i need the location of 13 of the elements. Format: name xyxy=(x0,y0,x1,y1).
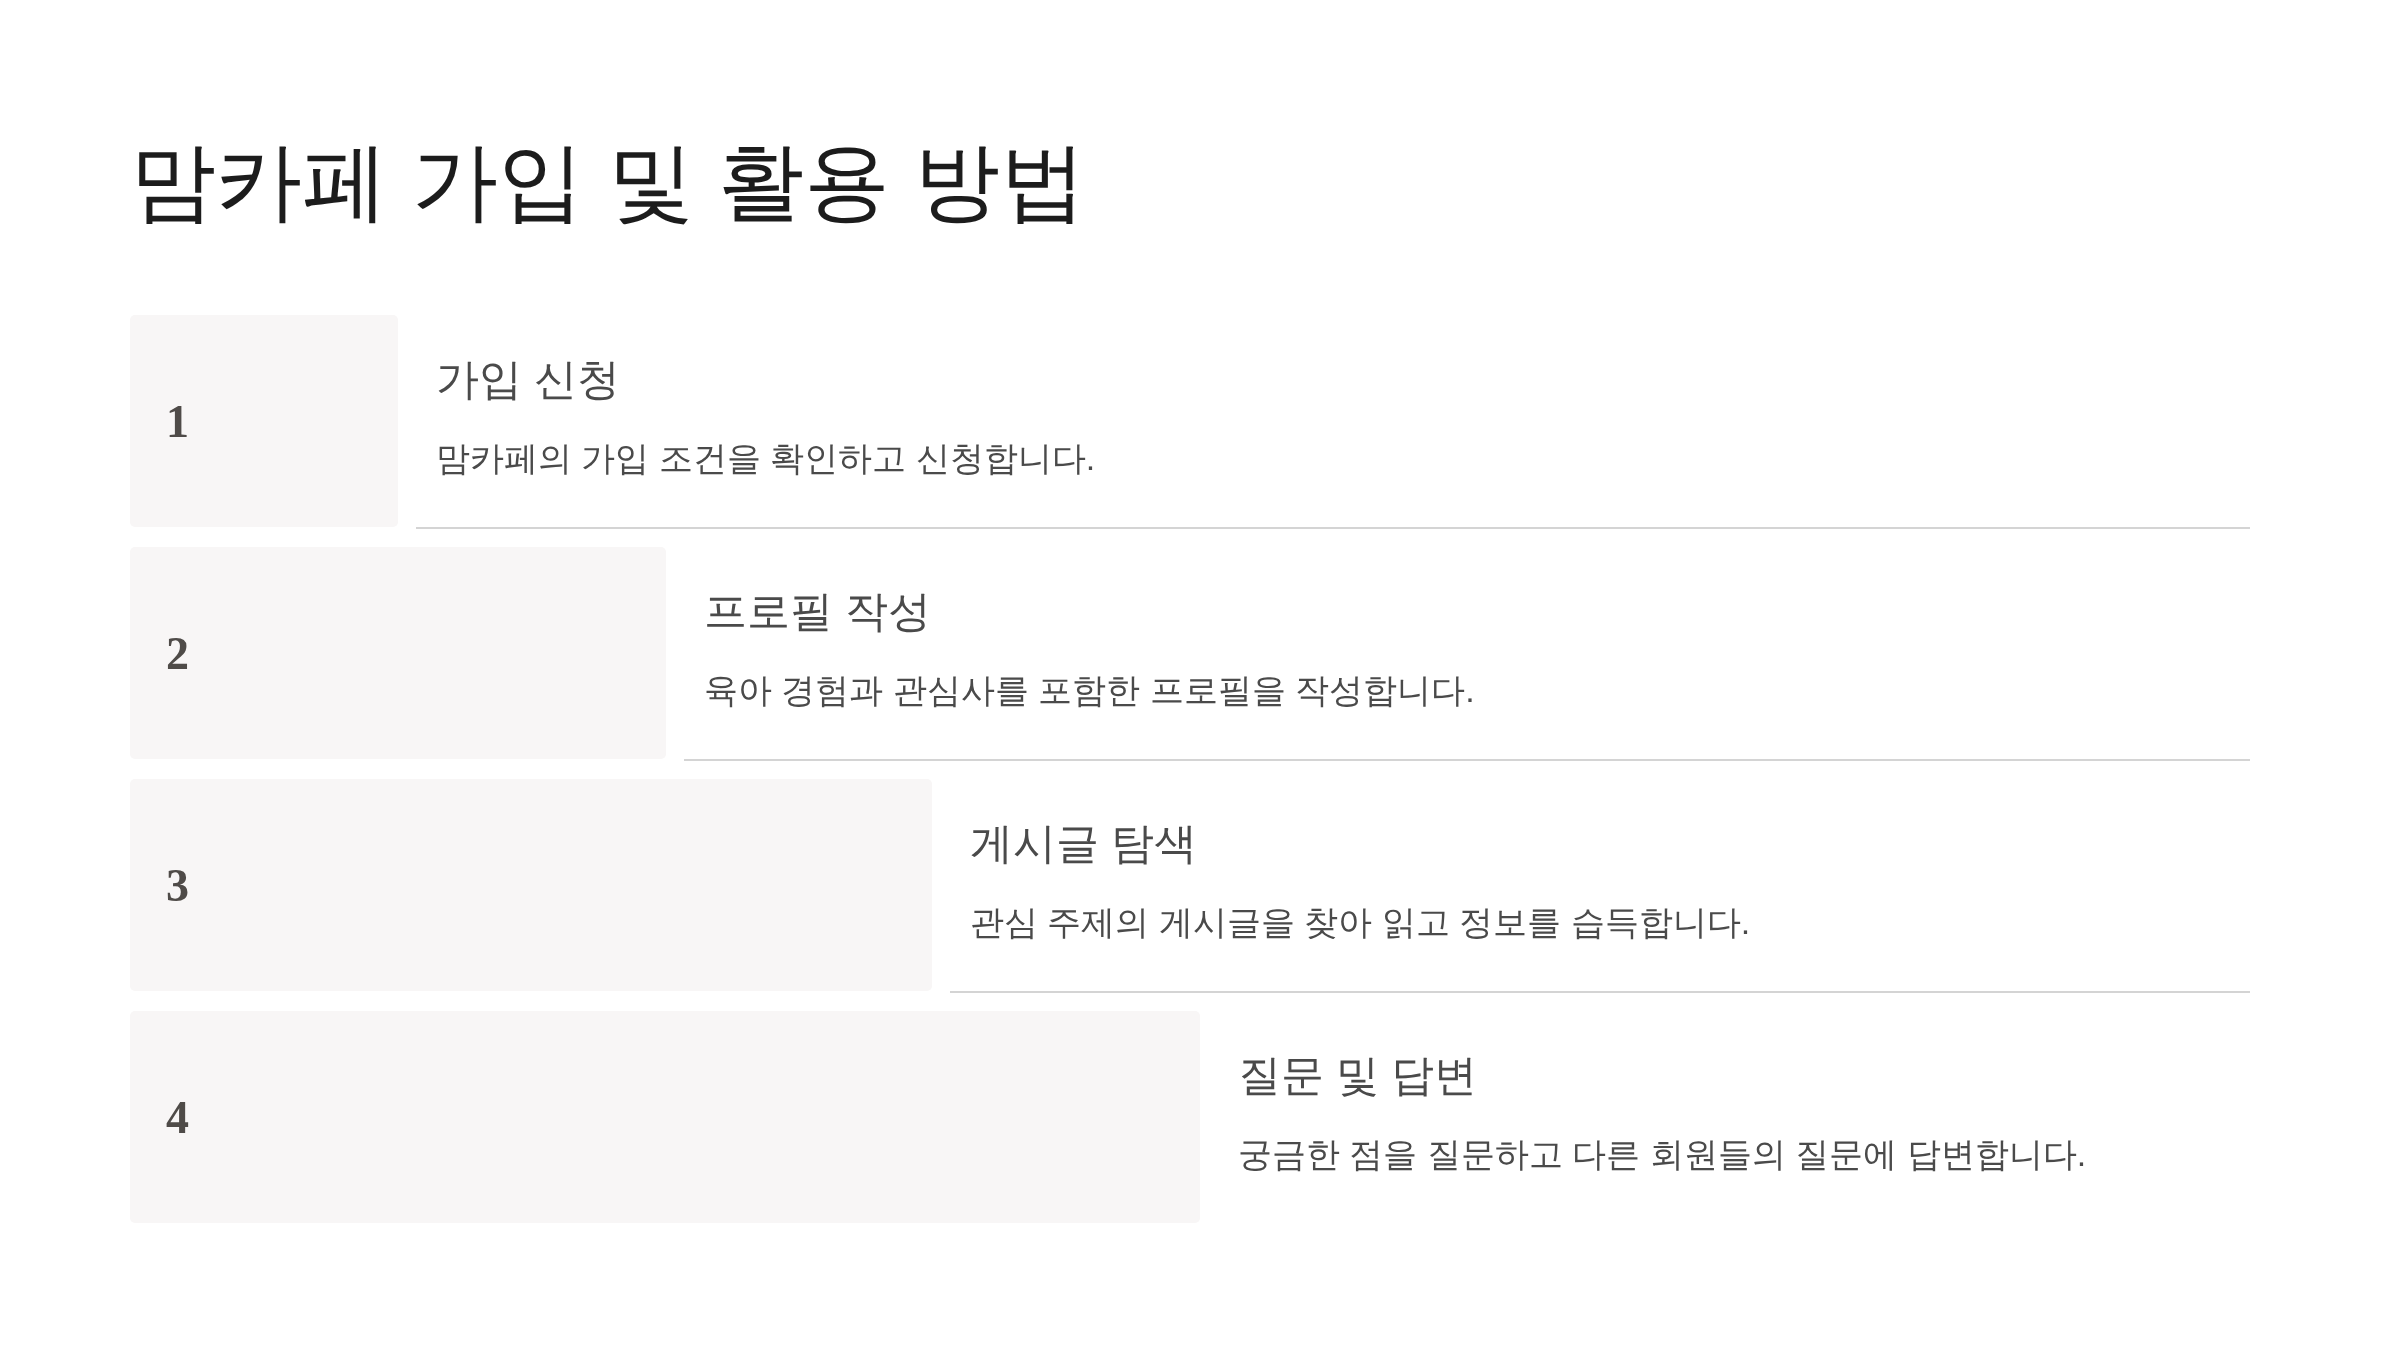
title: 맘카페 가입 및 활용 방법 xyxy=(130,134,1086,229)
step-heading: 게시글 탐색 xyxy=(970,818,1197,869)
step-description: 맘카페의 가입 조건을 확인하고 신청합니다. xyxy=(436,438,1096,479)
step-description: 궁금한 점을 질문하고 다른 회원들의 질문에 답변합니다. xyxy=(1238,1134,2087,1175)
step-heading: 가입 신청 xyxy=(436,354,620,405)
step-number: 3 xyxy=(166,863,189,909)
step-description: 관심 주제의 게시글을 찾아 읽고 정보를 습득합니다. xyxy=(970,902,1751,943)
step-number: 4 xyxy=(166,1095,189,1141)
step-heading: 질문 및 답변 xyxy=(1238,1050,1477,1101)
step-description: 육아 경험과 관심사를 포함한 프로필을 작성합니다. xyxy=(704,670,1475,711)
step-heading: 프로필 작성 xyxy=(704,586,931,637)
step-number: 1 xyxy=(166,399,189,445)
step-number: 2 xyxy=(166,631,189,677)
